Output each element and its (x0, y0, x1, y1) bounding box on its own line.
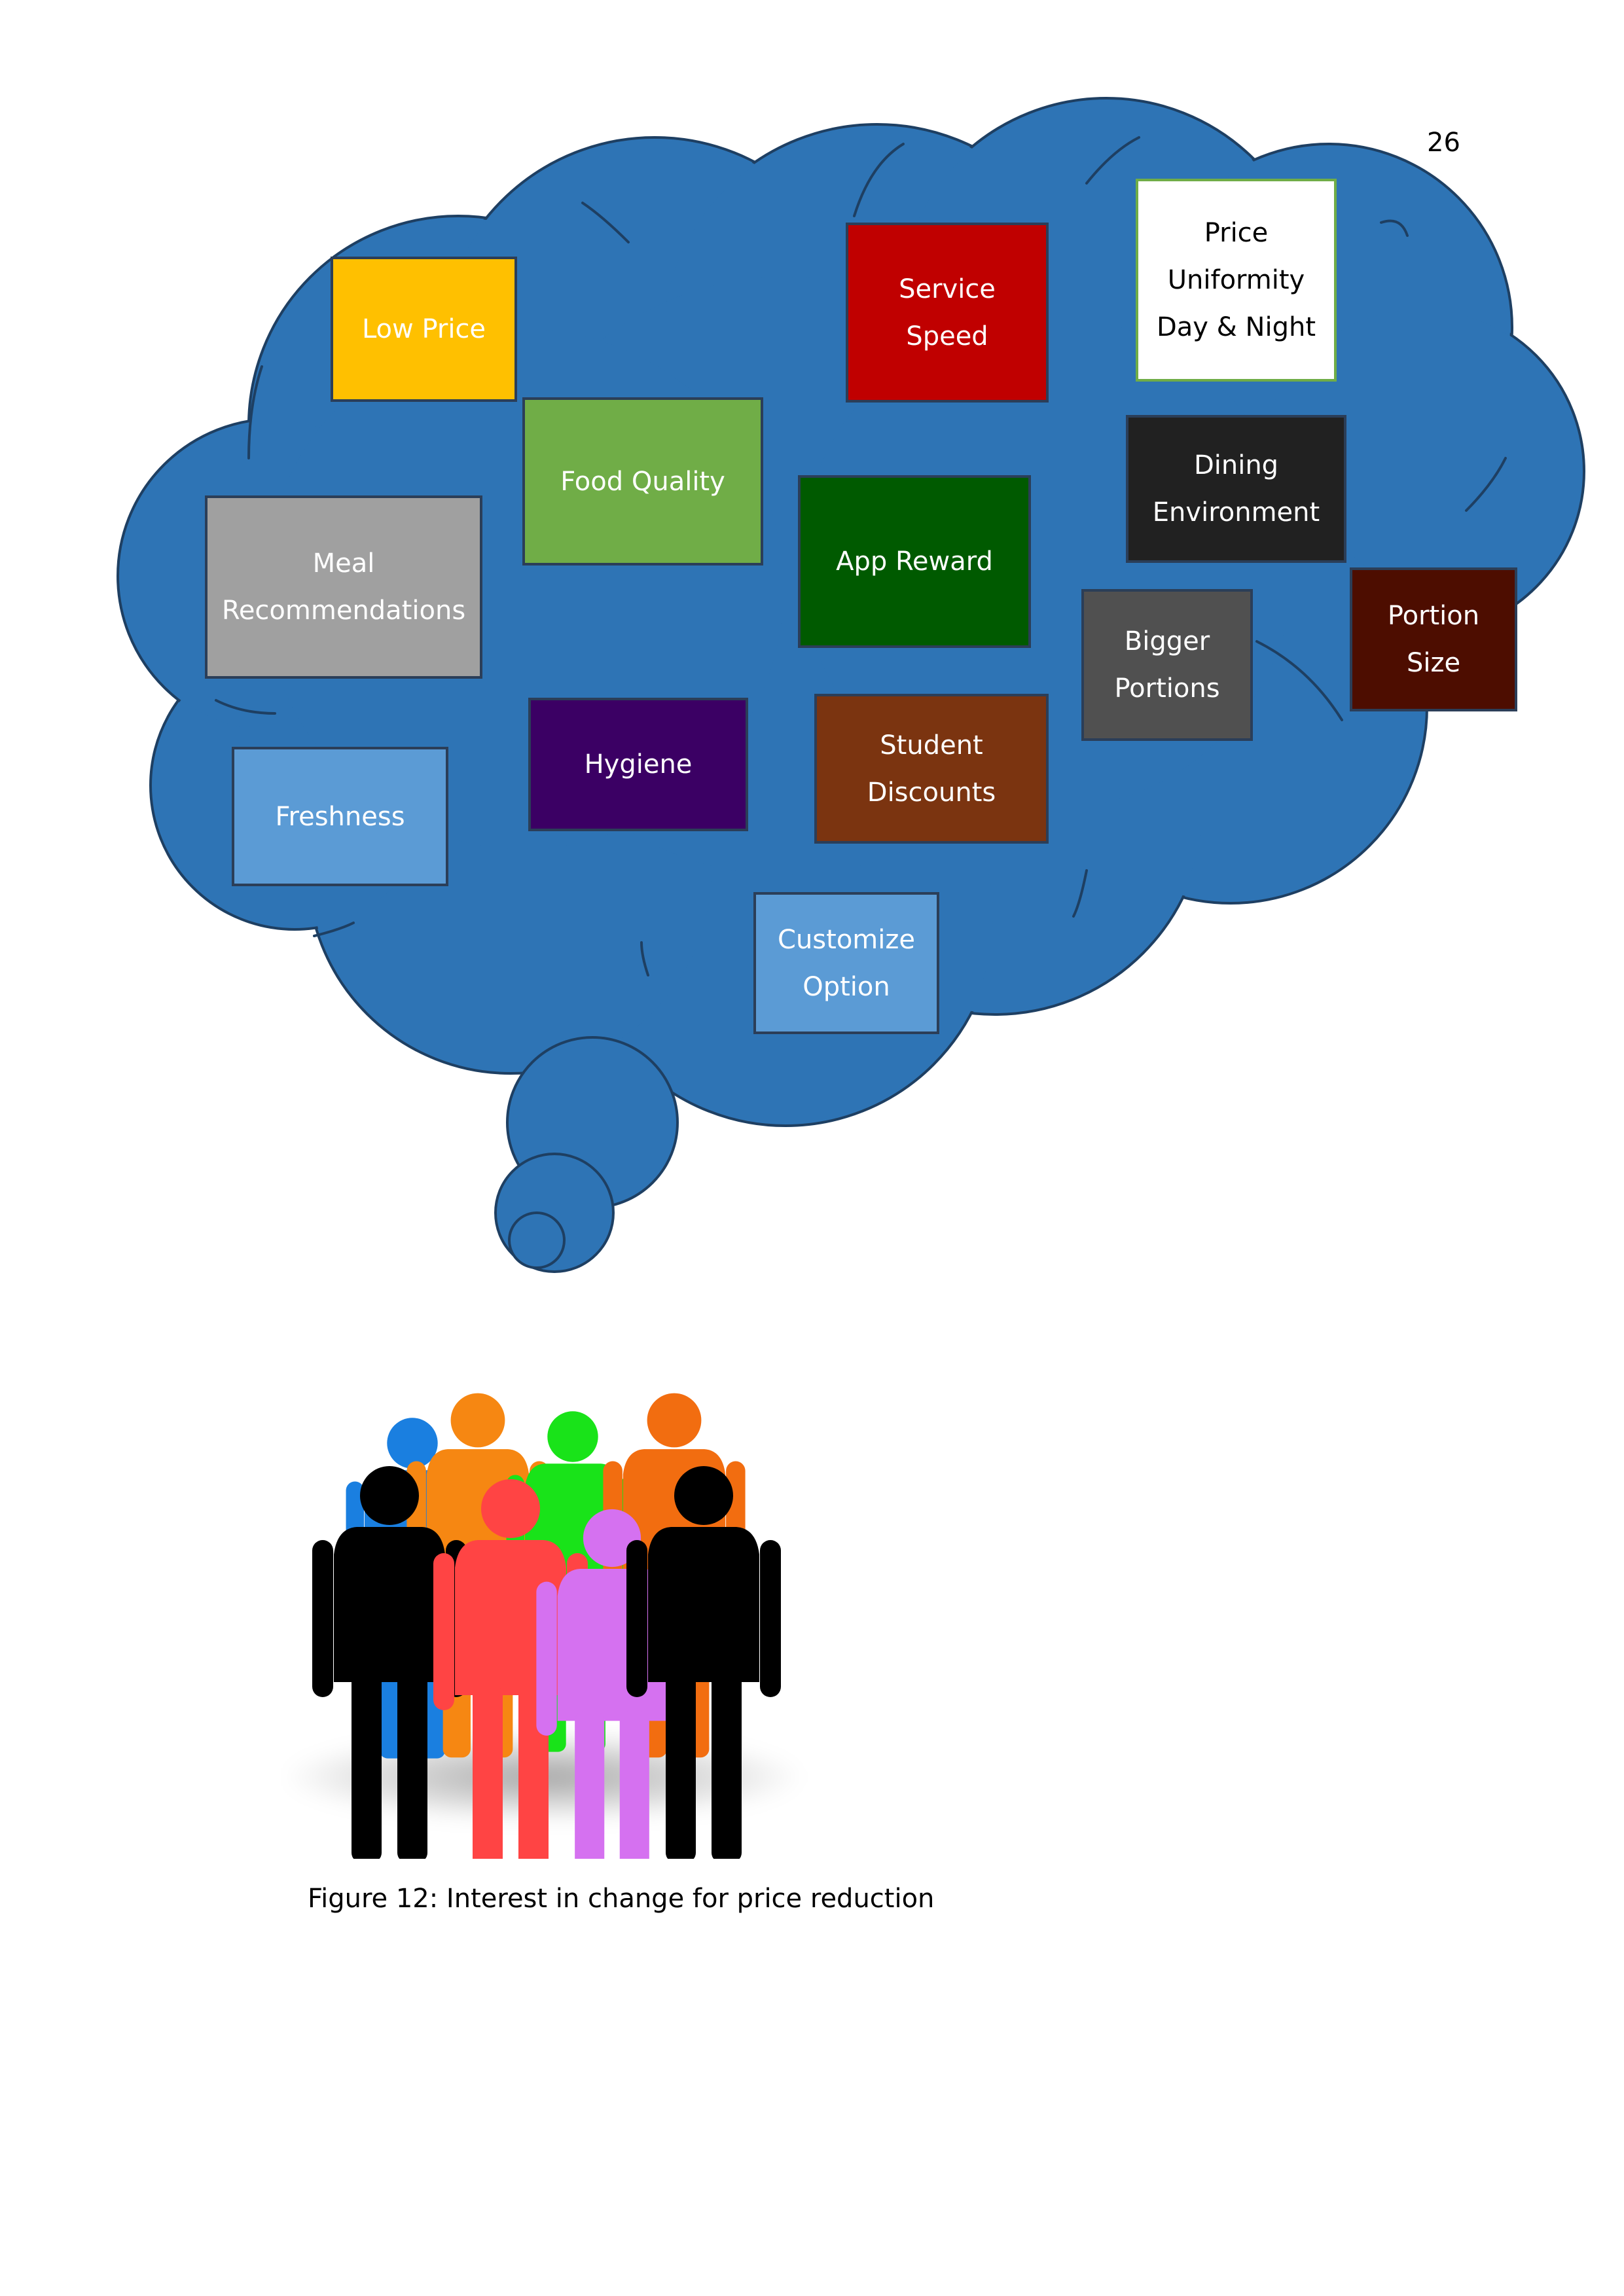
cloud-inner-arcs (215, 136, 1507, 977)
box-label: App Reward (836, 547, 993, 577)
box-label: Food Quality (560, 466, 725, 497)
people (312, 1393, 781, 1859)
box-label: Student Discounts (867, 730, 996, 808)
box-label: Meal Recommendations (221, 548, 466, 626)
box-meal-recommendations: Meal Recommendations (205, 495, 482, 679)
box-label: Price Uniformity Day & Night (1156, 218, 1316, 342)
box-service-speed: Service Speed (846, 223, 1049, 403)
box-label: Low Price (361, 314, 486, 344)
box-dining-environment: Dining Environment (1126, 415, 1346, 563)
box-hygiene: Hygiene (528, 698, 748, 831)
box-app-reward: App Reward (798, 475, 1031, 648)
people-group-illustration (281, 1393, 805, 1859)
cloud-crease (1255, 640, 1343, 721)
box-low-price: Low Price (331, 257, 517, 402)
cloud-crease (1380, 219, 1409, 237)
cloud-crease (1085, 136, 1140, 185)
thought-bubbles (494, 1036, 679, 1273)
box-portion-size: Portion Size (1350, 567, 1517, 711)
box-label: Customize Option (778, 924, 915, 1002)
thought-bubble (508, 1211, 566, 1269)
box-label: Service Speed (899, 274, 996, 351)
box-label: Portion Size (1387, 601, 1480, 678)
cloud-crease (215, 699, 276, 715)
cloud-crease (1465, 457, 1507, 512)
cloud-crease (247, 365, 263, 459)
box-label: Dining Environment (1152, 450, 1320, 528)
cloud-crease (1072, 869, 1088, 918)
box-label: Bigger Portions (1114, 626, 1220, 704)
cloud-crease (313, 922, 355, 937)
cloud-crease (640, 941, 649, 977)
person-figure-black-right (626, 1466, 781, 1859)
page-number: 26 (1427, 128, 1460, 158)
box-freshness: Freshness (232, 747, 448, 886)
box-bigger-portions: Bigger Portions (1081, 589, 1253, 741)
figure-caption: Figure 12: Interest in change for price … (308, 1884, 935, 1914)
cloud-crease (853, 143, 905, 217)
box-price-uniformity: Price Uniformity Day & Night (1136, 179, 1337, 382)
box-label: Freshness (275, 801, 405, 832)
cloud-crease (581, 202, 630, 243)
box-label: Hygiene (584, 749, 693, 780)
box-student-discounts: Student Discounts (814, 694, 1049, 844)
box-customize-option: Customize Option (753, 892, 939, 1034)
box-food-quality: Food Quality (522, 397, 763, 565)
